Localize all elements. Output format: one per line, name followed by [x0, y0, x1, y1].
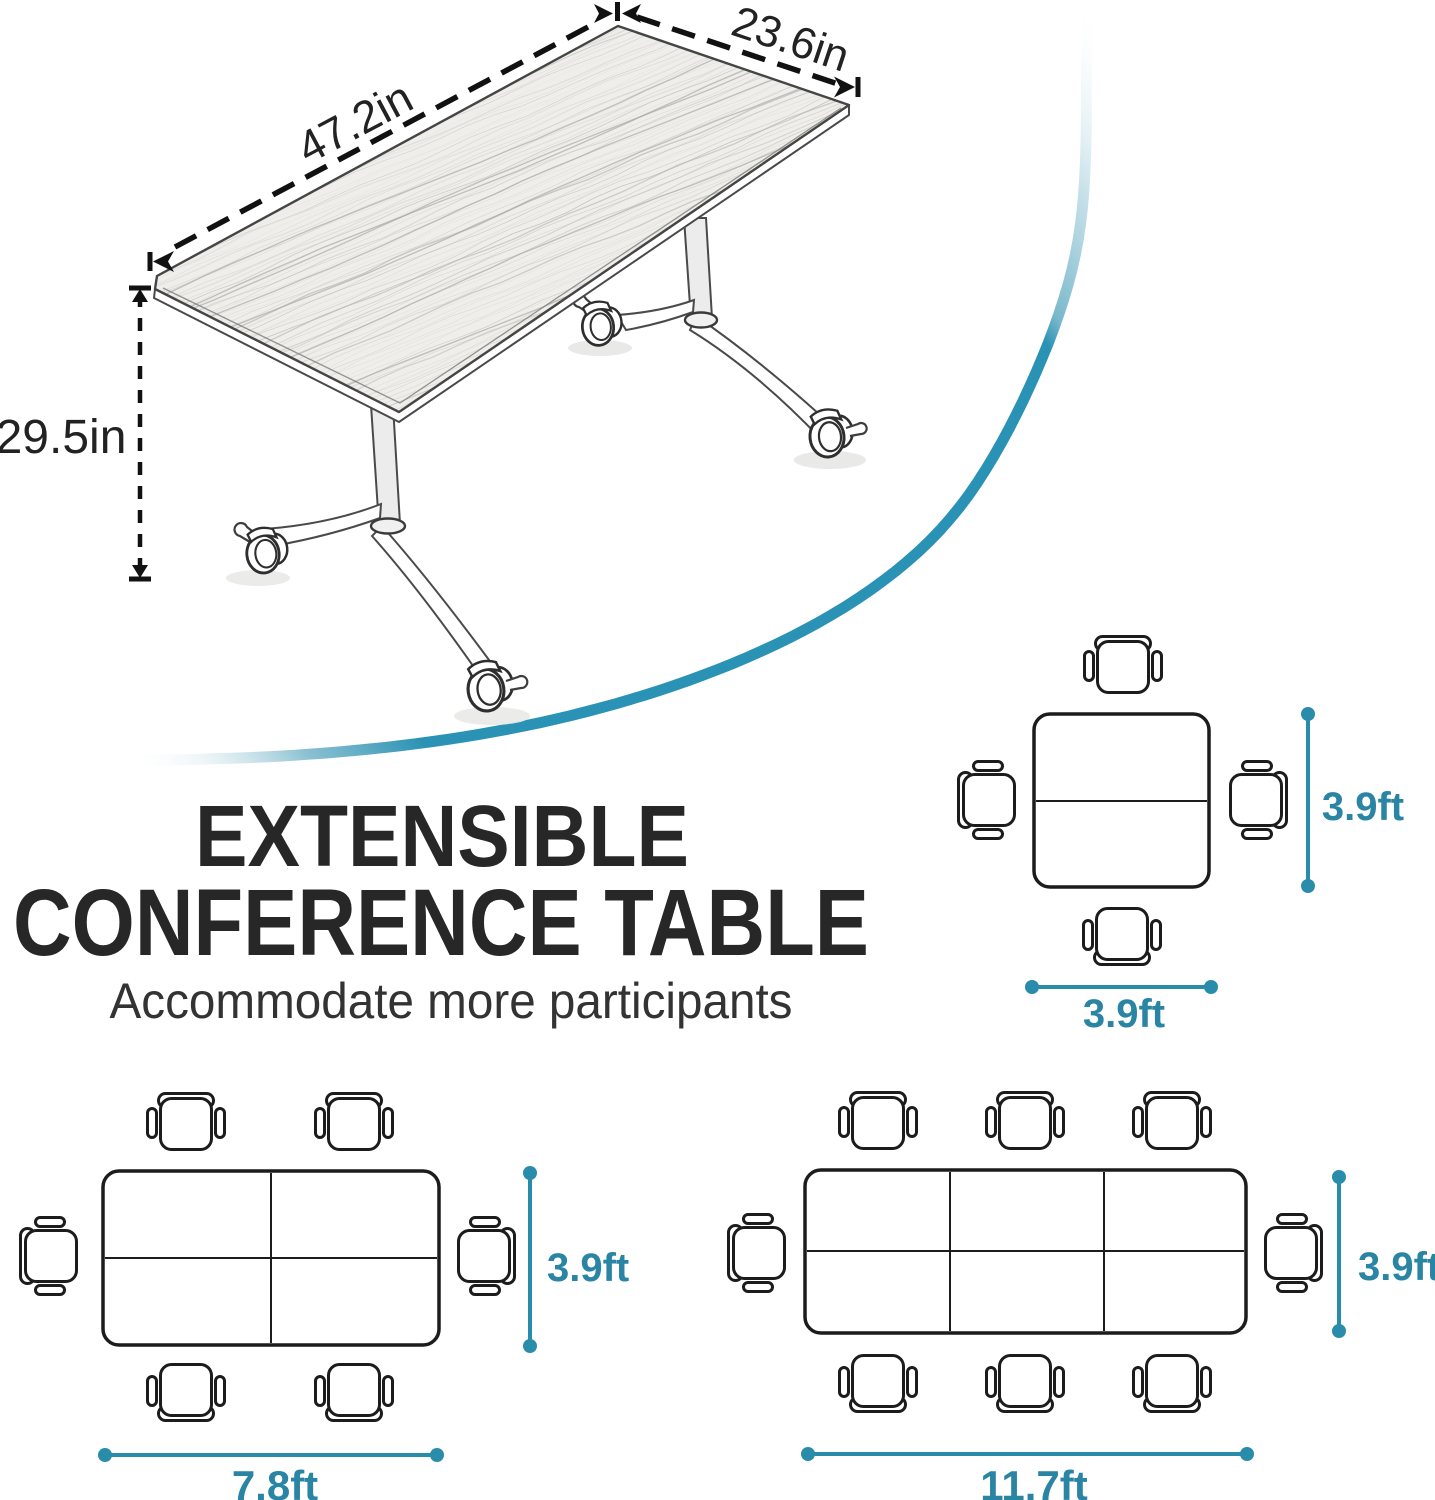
svg-text:7.8ft: 7.8ft [232, 1462, 318, 1500]
svg-text:Accommodate more participants: Accommodate more participants [110, 973, 793, 1029]
svg-text:3.9ft: 3.9ft [547, 1246, 629, 1290]
svg-text:3.9ft: 3.9ft [1322, 785, 1404, 829]
svg-text:3.9ft: 3.9ft [1358, 1245, 1435, 1289]
svg-text:EXTENSIBLE: EXTENSIBLE [195, 788, 689, 885]
svg-text:CONFERENCE TABLE: CONFERENCE TABLE [13, 870, 869, 976]
svg-text:29.5in: 29.5in [0, 411, 126, 464]
svg-text:11.7ft: 11.7ft [980, 1462, 1087, 1500]
svg-text:3.9ft: 3.9ft [1083, 992, 1165, 1036]
